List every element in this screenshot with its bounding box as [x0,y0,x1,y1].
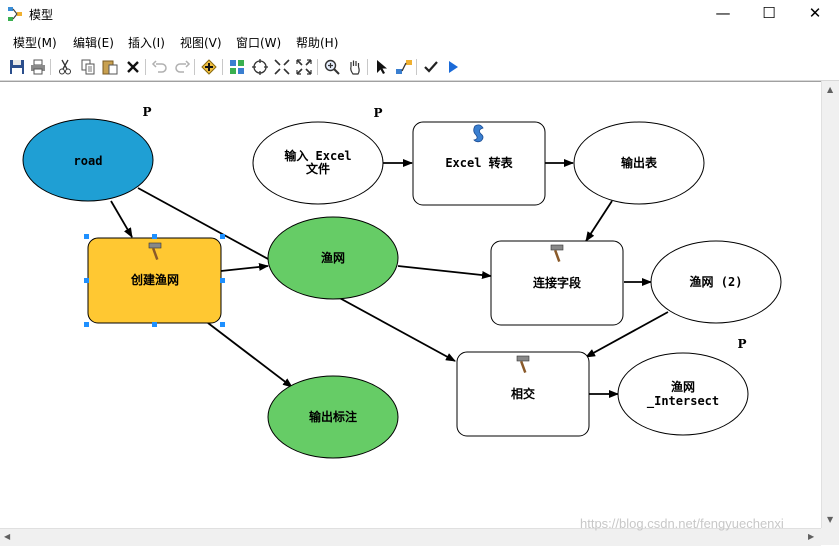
menu-bar: 模型(M) 编辑(E) 插入(I) 视图(V) 窗口(W) 帮助(H) [0,30,839,52]
node-fishnet2-label: 渔网 (2) [690,274,743,289]
node-output-table-label: 输出表 [621,155,658,170]
hammer-icon [148,242,162,260]
node-input-excel[interactable]: 输入 Excel 文件 P [252,106,384,205]
node-fishnet-label: 渔网 [321,250,345,265]
horizontal-scrollbar[interactable]: ◀ ▶ [0,528,821,546]
select-icon[interactable] [373,58,391,76]
toolbar-separator [50,59,51,75]
scroll-down-icon[interactable]: ▼ [827,515,834,524]
node-join-field[interactable]: 连接字段 [490,240,624,326]
node-join-field-shape [490,240,624,326]
menu-view[interactable]: 视图(V) [180,36,222,50]
toolbar-separator [194,59,195,75]
node-output-table[interactable]: 输出表 [573,121,705,205]
connector-fishnet2-to-intersect[interactable] [585,311,669,358]
scroll-up-icon[interactable]: ▲ [827,85,834,94]
node-intersect[interactable]: 相交 [456,351,590,437]
node-input-excel-shape [252,121,384,205]
paste-icon[interactable] [101,58,119,76]
print-icon[interactable] [29,58,47,76]
node-create-fishnet[interactable]: 创建渔网 [84,234,225,327]
node-intersect-label: 相交 [511,386,535,401]
node-excel-to-table-label: Excel 转表 [445,155,513,170]
toolbar-separator [222,59,223,75]
maximize-button[interactable]: ☐ [762,4,776,22]
node-input-excel-label-line1: 输入 Excel [284,148,351,163]
full-extent-icon[interactable] [251,58,269,76]
scroll-right-icon[interactable]: ▶ [808,532,815,541]
selection-handles[interactable] [84,234,225,327]
fixed-zoom-in-icon[interactable] [273,58,291,76]
toolbar-separator [145,59,146,75]
redo-icon[interactable] [173,58,191,76]
run-icon[interactable] [444,58,462,76]
node-intersect-shape [456,351,590,437]
node-excel-to-table-shape [412,121,546,206]
node-fishnet[interactable]: 渔网 [267,216,399,300]
parameter-marker: P [373,106,382,120]
scroll-corner [821,528,839,545]
close-button[interactable]: ✕ [808,4,822,22]
node-fishnet-shape [267,216,399,300]
node-fishnet-intersect-shape [617,352,749,436]
node-fishnet2-shape [650,240,782,324]
undo-icon[interactable] [151,58,169,76]
zoom-in-icon[interactable] [323,58,341,76]
connector-fishnet-to-join-field[interactable] [397,265,492,280]
menu-insert[interactable]: 插入(I) [128,36,165,50]
minimize-button[interactable]: — [715,4,731,22]
hammer-icon [516,355,530,373]
node-join-field-label: 连接字段 [533,275,582,290]
menu-edit[interactable]: 编辑(E) [73,36,114,50]
node-road-shape [22,118,154,202]
hammer-icon [550,244,564,262]
connector-create-fishnet-to-fishnet[interactable] [220,262,269,272]
title-bar: 模型 — ☐ ✕ [0,0,839,28]
window-title: 模型 [29,8,54,22]
node-output-label-shape [267,375,399,459]
node-road[interactable]: road P [22,105,154,202]
menu-model[interactable]: 模型(M) [13,36,57,50]
watermark-text: https://blog.csdn.net/fengyuechenxi [580,516,784,531]
delete-icon[interactable] [124,58,142,76]
pan-icon[interactable] [346,58,364,76]
node-output-label-label: 输出标注 [309,409,357,424]
toolbar [0,54,839,81]
cut-icon[interactable] [56,58,74,76]
scroll-left-icon[interactable]: ◀ [4,532,11,541]
connect-icon[interactable] [395,58,413,76]
node-input-excel-label-line2: 文件 [306,161,330,176]
modelbuilder-app-icon [7,6,23,22]
model-canvas[interactable]: road P 输入 Excel 文件 P Excel 转表 输出表 [0,81,821,529]
connector-output-table-to-join-field[interactable] [585,200,613,242]
fixed-zoom-out-icon[interactable] [295,58,313,76]
node-road-label: road [74,154,103,168]
node-fishnet-intersect[interactable]: 渔网 _Intersect P [617,337,749,436]
script-tool-icon [473,124,484,143]
node-fishnet-intersect-label-line2: _Intersect [647,394,719,409]
model-diagram: road P 输入 Excel 文件 P Excel 转表 输出表 [22,105,782,459]
add-data-icon[interactable] [200,58,218,76]
connector-road-to-create-fishnet[interactable] [110,200,133,238]
save-icon[interactable] [8,58,26,76]
toolbar-separator [367,59,368,75]
connector-create-fishnet-to-output-label[interactable] [207,322,293,388]
node-output-label[interactable]: 输出标注 [267,375,399,459]
auto-layout-icon[interactable] [228,58,246,76]
menu-window[interactable]: 窗口(W) [236,36,282,50]
toolbar-separator [317,59,318,75]
vertical-scrollbar[interactable]: ▲ ▼ [821,81,839,528]
parameter-marker: P [142,105,151,119]
menu-help[interactable]: 帮助(H) [296,36,339,50]
validate-icon[interactable] [422,58,440,76]
node-create-fishnet-label: 创建渔网 [130,272,179,287]
node-fishnet2[interactable]: 渔网 (2) [650,240,782,324]
node-fishnet-intersect-label-line1: 渔网 [671,379,695,394]
toolbar-separator [416,59,417,75]
node-output-table-shape [573,121,705,205]
node-excel-to-table[interactable]: Excel 转表 [412,121,546,206]
copy-icon[interactable] [79,58,97,76]
parameter-marker: P [737,337,746,351]
